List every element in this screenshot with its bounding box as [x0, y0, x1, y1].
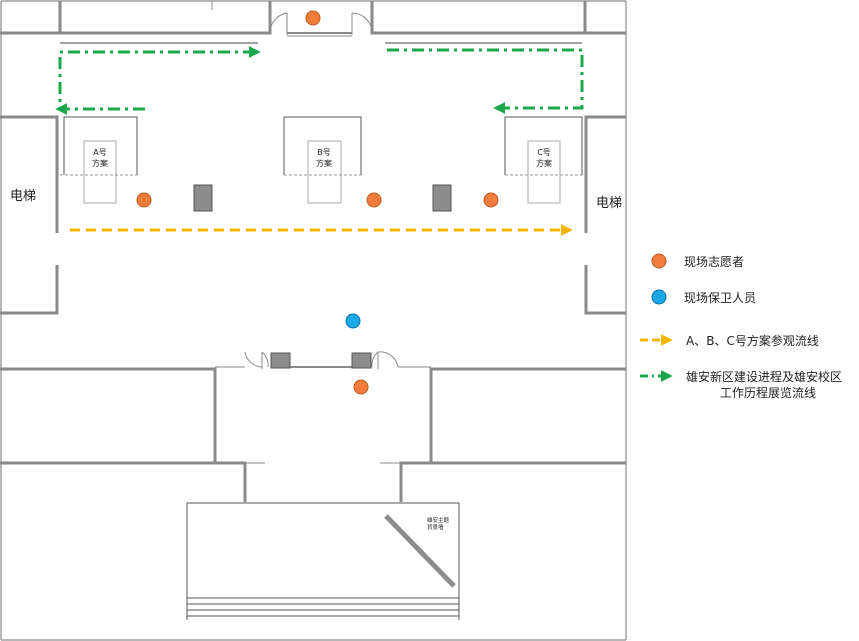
hall-walls	[0, 115, 626, 315]
pillar-right	[432, 184, 452, 212]
top-entrance-doors	[269, 12, 373, 37]
sign-label-2: 背景墙	[427, 523, 444, 531]
top-walls	[0, 1, 626, 35]
legend-guard-label: 现场保卫人员	[684, 291, 756, 305]
legend-volunteer-label: 现场志愿者	[684, 255, 744, 269]
booth-c-label-1: C号	[537, 148, 551, 157]
stage-steps	[186, 502, 460, 620]
legend-abc-flow-label: A、B、C号方案参观流线	[686, 333, 819, 348]
volunteer-markers	[136, 10, 499, 395]
legend: 现场志愿者 现场保卫人员 A、B、C号方案参观流线 雄安新区建设进程及雄安校区 …	[640, 253, 842, 400]
background-wall	[384, 514, 456, 588]
legend-volunteer-icon	[651, 253, 667, 269]
elevator-right-label: 电梯	[596, 196, 622, 211]
volunteer-marker	[136, 192, 152, 208]
outer-frame	[0, 0, 627, 641]
lower-entrance-doors	[215, 351, 431, 464]
sign-label-1: 雄安主题	[427, 516, 450, 524]
booth-a-label-1: A号	[93, 148, 106, 157]
pillar-left	[193, 184, 213, 212]
booth-b-label-1: B号	[317, 148, 331, 157]
booth-a-label-2: 方案	[92, 158, 108, 168]
volunteer-marker	[483, 192, 499, 208]
elevator-left-label: 电梯	[10, 189, 36, 204]
volunteer-marker	[353, 379, 369, 395]
booth-b	[283, 116, 362, 204]
booth-a	[60, 116, 138, 204]
booth-b-label-2: 方案	[316, 158, 332, 168]
booth-c	[504, 116, 584, 204]
guard-marker	[345, 313, 361, 329]
volunteer-marker	[366, 192, 382, 208]
entrance-pillar-right	[351, 352, 372, 369]
volunteer-marker	[305, 10, 321, 26]
entrance-pillar-left	[270, 352, 291, 369]
legend-exhibit-flow-label-2: 工作历程展览流线	[720, 385, 816, 400]
booth-c-label-2: 方案	[536, 158, 552, 168]
legend-exhibit-flow-label-1: 雄安新区建设进程及雄安校区	[686, 369, 842, 384]
exhibit-flow-route	[55, 46, 584, 115]
legend-guard-icon	[651, 289, 667, 305]
lower-walls	[0, 367, 626, 502]
